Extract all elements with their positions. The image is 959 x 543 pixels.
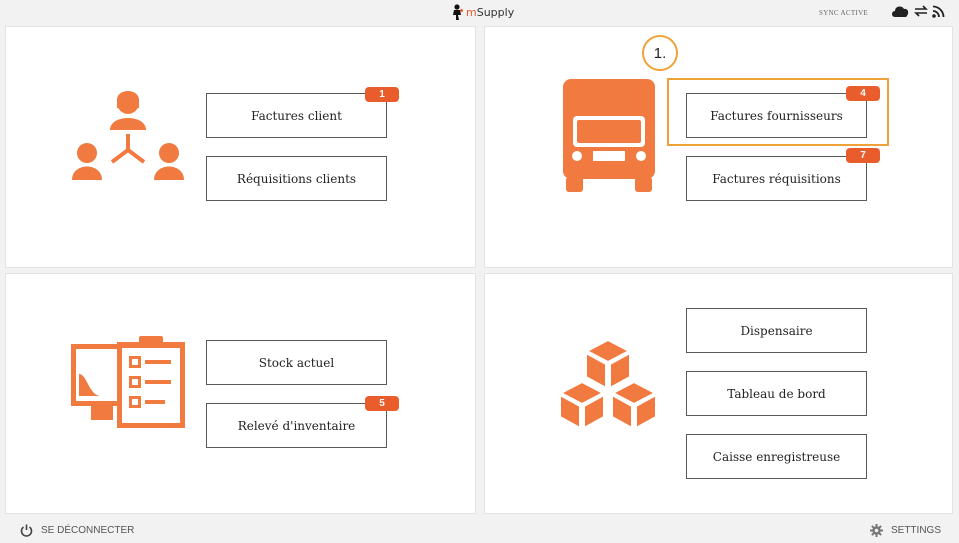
customer-requisitions-button[interactable]: Réquisitions clients bbox=[206, 156, 387, 201]
supplier-requisitions-badge: 7 bbox=[846, 148, 880, 163]
customer-invoices-badge: 1 bbox=[365, 87, 399, 102]
cash-register-button[interactable]: Caisse enregistreuse bbox=[686, 434, 867, 479]
sync-arrows-icon[interactable] bbox=[914, 5, 928, 17]
dashboard-button[interactable]: Tableau de bord bbox=[686, 371, 867, 416]
power-icon bbox=[20, 524, 33, 537]
customer-invoices-button[interactable]: Factures client bbox=[206, 93, 387, 138]
step-marker: 1. bbox=[642, 35, 678, 71]
customers-network-icon bbox=[72, 91, 184, 180]
stock-clipboard-icon bbox=[71, 336, 185, 428]
app-logo: mSupply bbox=[451, 4, 514, 20]
dispensary-button[interactable]: Dispensaire bbox=[686, 308, 867, 353]
current-stock-button[interactable]: Stock actuel bbox=[206, 340, 387, 385]
supplier-invoices-badge: 4 bbox=[846, 86, 880, 101]
settings-label: SETTINGS bbox=[890, 525, 941, 536]
settings-button[interactable]: SETTINGS bbox=[869, 524, 941, 537]
stocktake-button[interactable]: Relevé d'inventaire bbox=[206, 403, 387, 448]
cloud-icon[interactable] bbox=[890, 4, 910, 18]
app-name: mSupply bbox=[466, 5, 515, 19]
top-bar: mSupply SYNC ACTIVE bbox=[0, 0, 959, 24]
sync-status: SYNC ACTIVE bbox=[819, 9, 868, 17]
stocktake-badge: 5 bbox=[365, 396, 399, 411]
supplier-panel bbox=[484, 26, 953, 268]
rss-signal-icon[interactable] bbox=[932, 5, 945, 18]
msupply-logo-icon bbox=[453, 4, 463, 20]
highlight-box bbox=[667, 78, 889, 146]
truck-icon bbox=[563, 79, 655, 192]
logout-button[interactable]: SE DÉCONNECTER bbox=[20, 524, 134, 537]
supplier-invoices-button[interactable]: Factures fournisseurs bbox=[686, 93, 867, 138]
logout-label: SE DÉCONNECTER bbox=[41, 525, 135, 536]
gear-icon bbox=[869, 524, 883, 537]
supplier-requisitions-button[interactable]: Factures réquisitions bbox=[686, 156, 867, 201]
boxes-icon bbox=[558, 338, 658, 428]
